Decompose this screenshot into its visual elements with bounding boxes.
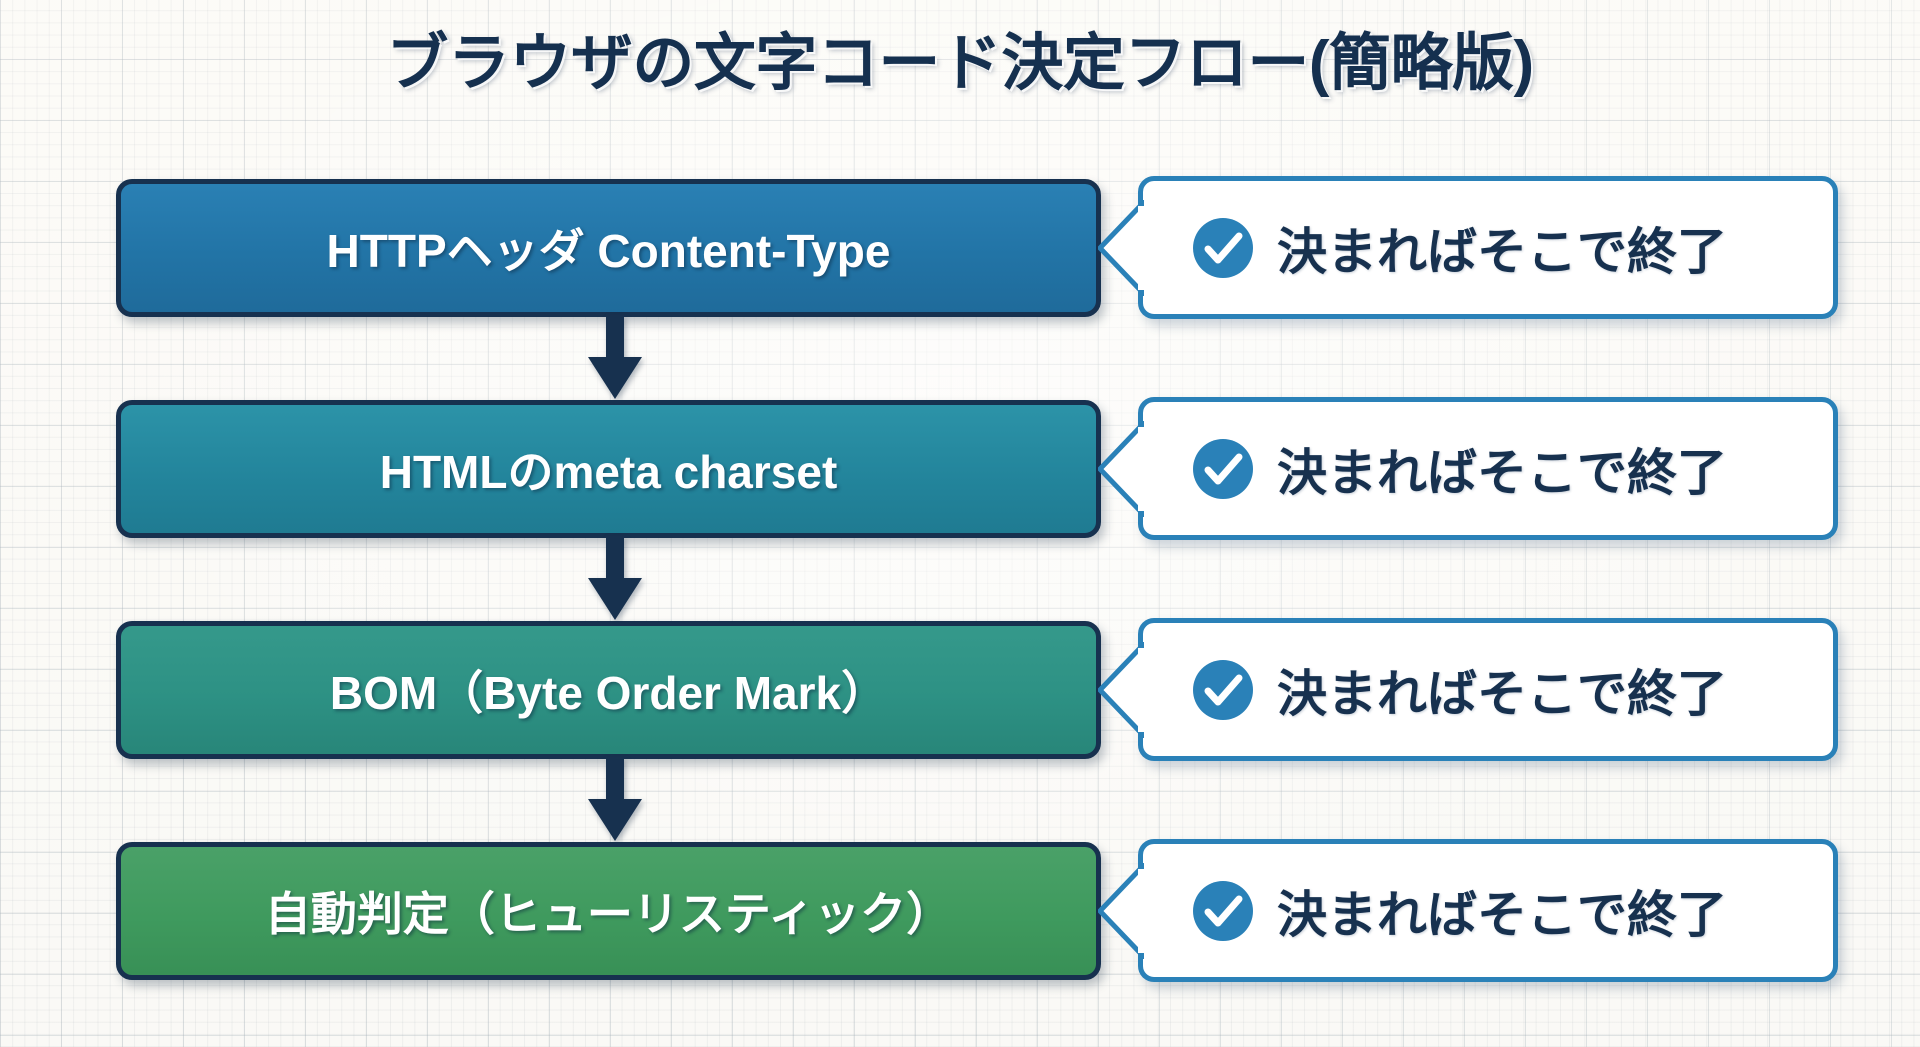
check-circle-icon-3 (1193, 659, 1253, 720)
down-arrow-icon-1 (588, 315, 642, 399)
flow-step-label-3: BOM（Byte Order Mark） (329, 667, 888, 719)
check-circle-icon-1 (1193, 217, 1253, 278)
down-arrow-icon-3 (588, 757, 642, 841)
check-circle-icon-4 (1193, 880, 1253, 941)
callout-card-2[interactable]: 決まればそこで終了 (1098, 397, 1838, 540)
page-title: ブラウザの文字コード決定フロー(簡略版) (386, 29, 1534, 98)
flow-step-label-1: HTTPヘッダ Content-Type (326, 225, 891, 277)
flow-step-label-4: 自動判定（ヒューリスティック） (264, 888, 953, 940)
callout-card-3[interactable]: 決まればそこで終了 (1098, 618, 1838, 761)
callout-label-3: 決まればそこで終了 (1277, 665, 1727, 722)
flow-step-box-1[interactable]: HTTPヘッダ Content-Type (116, 179, 1101, 317)
flow-step-box-4[interactable]: 自動判定（ヒューリスティック） (116, 842, 1101, 980)
callout-notch-icon-1 (1098, 199, 1144, 296)
down-arrow-icon-2 (588, 536, 642, 620)
callout-notch-icon-4 (1098, 862, 1144, 959)
flow-step-box-3[interactable]: BOM（Byte Order Mark） (116, 621, 1101, 759)
callout-notch-icon-2 (1098, 420, 1144, 517)
callout-label-4: 決まればそこで終了 (1277, 886, 1727, 943)
callout-notch-icon-3 (1098, 641, 1144, 738)
flow-step-box-2[interactable]: HTMLのmeta charset (116, 400, 1101, 538)
callout-card-1[interactable]: 決まればそこで終了 (1098, 176, 1838, 319)
flow-step-label-2: HTMLのmeta charset (379, 446, 838, 498)
callout-label-1: 決まればそこで終了 (1277, 223, 1727, 280)
callout-label-2: 決まればそこで終了 (1277, 444, 1727, 501)
check-circle-icon-2 (1193, 438, 1253, 499)
callout-card-4[interactable]: 決まればそこで終了 (1098, 839, 1838, 982)
